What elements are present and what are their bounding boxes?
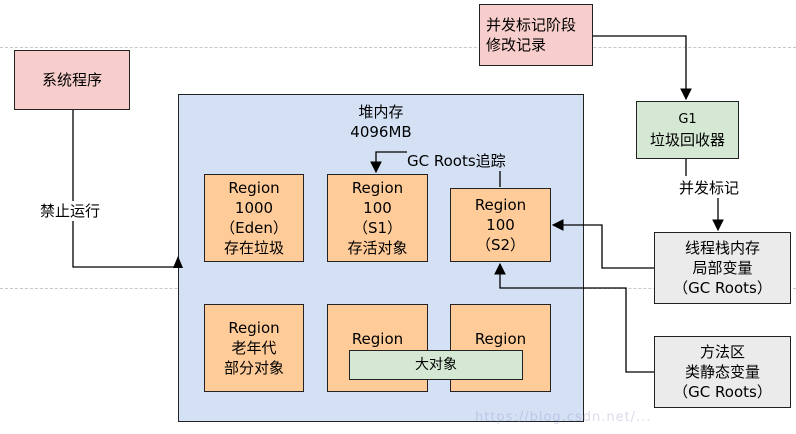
method-area-line-3: （GC Roots） <box>673 383 772 401</box>
region-eden-line-4: 存在垃圾 <box>223 239 284 257</box>
region-s1-line-3: （S1） <box>352 219 403 237</box>
region-s2: Region 100 （S2） <box>450 188 551 262</box>
heap-title-label: 堆内存 <box>358 103 404 121</box>
gc-roots-trace-label: GC Roots追踪 <box>407 151 506 171</box>
region-eden: Region 1000 （Eden） 存在垃圾 <box>204 174 304 262</box>
system-program-box: 系统程序 <box>14 50 130 110</box>
region-old-line-3: 部分对象 <box>223 359 284 377</box>
mark-phase-to-g1-connector <box>593 35 692 101</box>
system-to-heap-arrowhead <box>173 256 183 268</box>
thread-stack-line-2: 局部变量 <box>692 259 753 277</box>
method-area-line-2: 类静态变量 <box>684 363 760 381</box>
region-s1: Region 100 （S1） 存活对象 <box>327 174 428 262</box>
thread-stack-box: 线程栈内存 局部变量 （GC Roots） <box>654 232 791 304</box>
region-s1-line-2: 100 <box>363 199 392 217</box>
grid-line <box>0 47 796 48</box>
region-s1-line-4: 存活对象 <box>347 239 408 257</box>
region-s2-line-3: （S2） <box>475 236 526 254</box>
region-eden-line-3: （Eden） <box>220 219 288 237</box>
method-area-line-1: 方法区 <box>699 343 745 361</box>
region-old-line-2: 老年代 <box>231 339 277 357</box>
concurrent-mark-phase-box: 并发标记阶段 修改记录 <box>479 4 593 66</box>
method-area-to-s2-connector <box>494 262 654 373</box>
watermark: https://blog.csdn.net/... <box>475 410 652 425</box>
thread-stack-line-3: （GC Roots） <box>673 279 772 297</box>
g1-collector-box: G1 垃圾回收器 <box>636 101 739 159</box>
forbid-run-label: 禁止运行 <box>40 201 101 221</box>
concurrent-mark-phase-line-1: 并发标记阶段 <box>486 16 577 34</box>
big-object-box: 大对象 <box>349 350 523 380</box>
method-area-box: 方法区 类静态变量 （GC Roots） <box>654 336 791 408</box>
region-s2-line-1: Region <box>474 196 527 214</box>
system-to-heap-connector <box>72 110 176 268</box>
region-humongous-right-label: Region <box>474 330 527 348</box>
region-eden-line-2: 1000 <box>234 199 274 217</box>
g1-collector-label: 垃圾回收器 <box>649 131 725 149</box>
heap-title: 堆内存 4096MB <box>178 102 584 142</box>
region-s2-line-2: 100 <box>486 216 515 234</box>
g1-label: G1 <box>678 112 697 127</box>
heap-size-label: 4096MB <box>350 123 412 141</box>
region-old: Region 老年代 部分对象 <box>204 304 304 392</box>
region-old-line-1: Region <box>228 319 280 337</box>
region-eden-line-1: Region <box>228 179 280 197</box>
thread-stack-to-s2-connector <box>551 219 654 269</box>
concurrent-mark-phase-line-2: 修改记录 <box>486 36 547 54</box>
big-object-label: 大对象 <box>415 357 457 373</box>
concurrent-mark-label: 并发标记 <box>679 178 740 198</box>
thread-stack-line-1: 线程栈内存 <box>684 239 760 257</box>
region-s1-line-1: Region <box>351 179 404 197</box>
region-humongous-left-label: Region <box>351 330 404 348</box>
system-program-label: 系统程序 <box>41 71 102 89</box>
